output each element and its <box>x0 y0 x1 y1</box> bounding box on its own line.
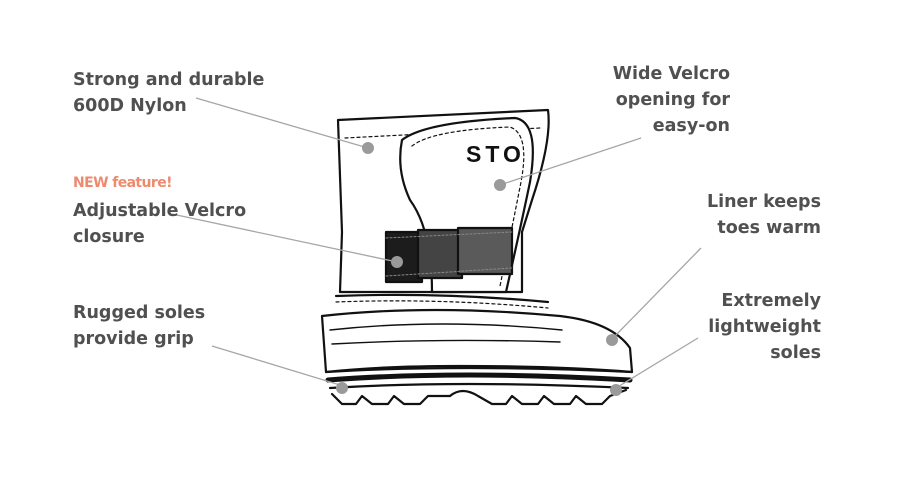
marker-dot-liner <box>606 334 618 346</box>
leader-soles-grip <box>211 345 341 386</box>
leader-lines <box>171 97 702 389</box>
sole-tread <box>330 388 628 406</box>
label-rugged-soles: Rugged soles provide grip <box>73 303 206 349</box>
boot-illustration: STO <box>320 108 634 406</box>
marker-dot-nylon <box>362 142 374 154</box>
boot-logo-text: STO <box>466 141 525 167</box>
marker-dot-soles-grip <box>336 382 348 394</box>
marker-dot-adjustable <box>391 256 403 268</box>
leader-adjustable <box>171 213 398 263</box>
label-liner: Liner keeps toes warm <box>706 192 821 238</box>
velcro-strap <box>384 226 514 284</box>
leader-wide-velcro <box>499 137 642 186</box>
shaft-collar <box>334 293 550 304</box>
sole-layer-1 <box>324 366 634 374</box>
new-feature-badge: NEW feature! <box>73 175 172 191</box>
leader-liner <box>613 247 702 338</box>
leader-lightweight <box>615 337 699 389</box>
marker-dot-lightweight <box>610 384 622 396</box>
sole-layer-3 <box>328 382 630 390</box>
label-lightweight-soles: Extremely lightweight soles <box>708 291 821 363</box>
marker-dot-wide-velcro <box>494 179 506 191</box>
leader-nylon <box>195 97 369 149</box>
marker-dots <box>336 142 622 396</box>
label-nylon: Strong and durable 600D Nylon <box>73 70 265 116</box>
label-wide-velcro: Wide Velcro opening for easy-on <box>612 64 730 136</box>
label-adjustable-velcro: Adjustable Velcro closure <box>73 201 247 247</box>
sole-layer-2 <box>325 372 633 383</box>
